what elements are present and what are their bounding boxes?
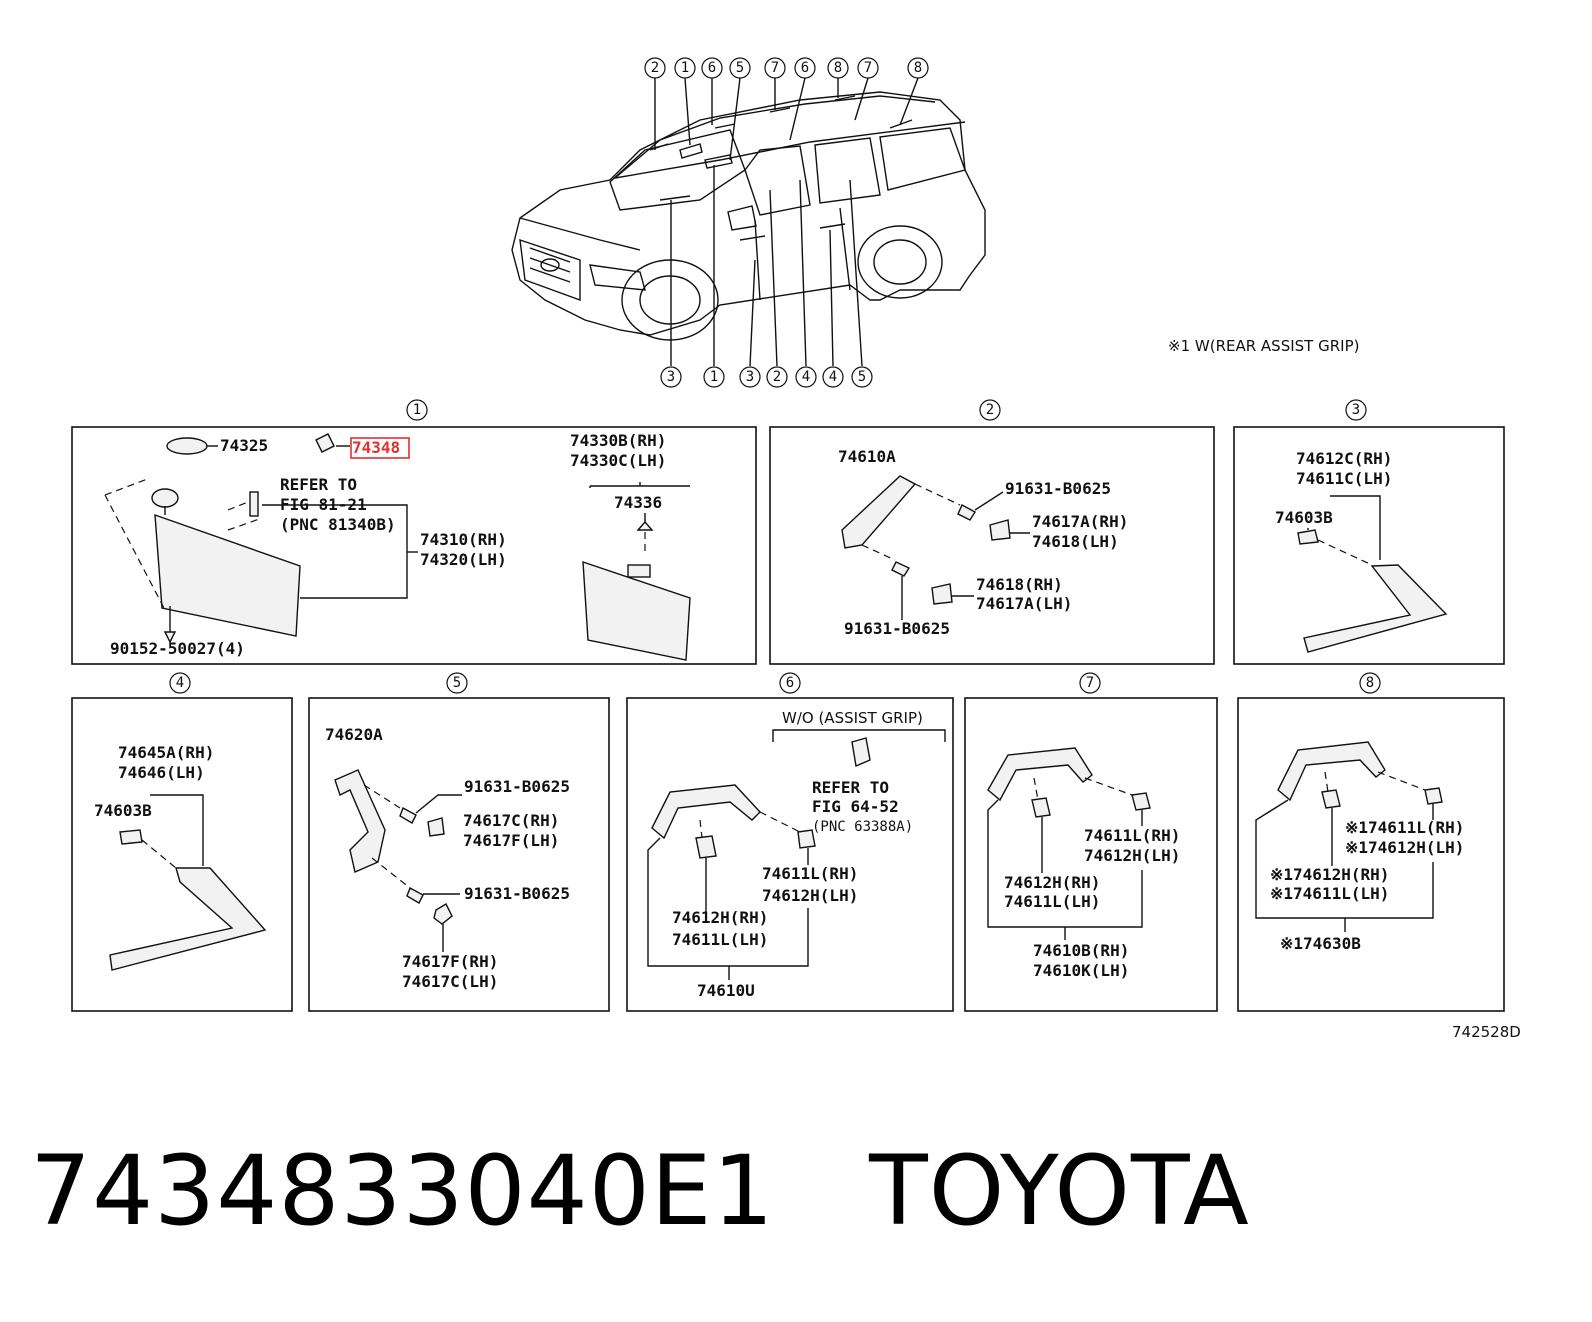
svg-text:4: 4 xyxy=(176,675,184,691)
svg-text:(PNC 63388A): (PNC 63388A) xyxy=(812,819,913,835)
svg-text:91631-B0625: 91631-B0625 xyxy=(1005,479,1111,498)
svg-text:7: 7 xyxy=(771,60,779,76)
svg-text:74617F(LH): 74617F(LH) xyxy=(463,831,559,850)
svg-text:※174611L(RH): ※174611L(RH) xyxy=(1345,818,1464,837)
svg-text:※174630B: ※174630B xyxy=(1280,934,1361,953)
svg-text:74603B: 74603B xyxy=(94,801,152,820)
svg-text:74610B(RH): 74610B(RH) xyxy=(1033,941,1129,960)
svg-text:74310(RH): 74310(RH) xyxy=(420,530,507,549)
svg-text:8: 8 xyxy=(1366,675,1374,691)
svg-text:W/O (ASSIST GRIP): W/O (ASSIST GRIP) xyxy=(782,709,923,727)
svg-text:(PNC 81340B): (PNC 81340B) xyxy=(280,515,396,534)
svg-text:5: 5 xyxy=(453,675,461,691)
panel-3-pillar-garnish: 3 74612C(RH) 74611C(LH) 74603B xyxy=(1233,399,1505,665)
svg-text:91631-B0625: 91631-B0625 xyxy=(464,884,570,903)
svg-text:74618(RH): 74618(RH) xyxy=(976,575,1063,594)
highlight-box xyxy=(350,437,410,459)
svg-text:74603B: 74603B xyxy=(1275,508,1333,527)
overview-bottom-callouts: 3 1 3 2 4 4 5 xyxy=(660,366,873,388)
overview-top-callouts: 2 1 6 5 7 6 8 7 8 xyxy=(644,57,929,79)
footer-title: 7434833040E1 TOYOTA xyxy=(30,1135,1250,1247)
svg-text:74611L(RH): 74611L(RH) xyxy=(1084,826,1180,845)
svg-text:74610U: 74610U xyxy=(697,981,755,1000)
svg-text:6: 6 xyxy=(801,60,809,76)
svg-text:1: 1 xyxy=(710,369,718,385)
svg-text:8: 8 xyxy=(914,60,922,76)
panel-2-assist-grip-bracket: 2 74610A 91631-B0625 74617A(RH) 74618(LH… xyxy=(769,399,1215,665)
svg-text:FIG 64-52: FIG 64-52 xyxy=(812,797,899,816)
svg-text:74611L(LH): 74611L(LH) xyxy=(1004,892,1100,911)
svg-text:74610K(LH): 74610K(LH) xyxy=(1033,961,1129,980)
svg-text:74612H(RH): 74612H(RH) xyxy=(1004,873,1100,892)
svg-text:74617F(RH): 74617F(RH) xyxy=(402,952,498,971)
rear-assist-grip-note: ※1 W(REAR ASSIST GRIP) xyxy=(1168,337,1359,355)
panel-1-sun-visor: 1 74325 74348 REFER TO FIG 81-21 (PNC 81… xyxy=(71,399,757,665)
svg-text:74617A(RH): 74617A(RH) xyxy=(1032,512,1128,531)
svg-text:8: 8 xyxy=(834,60,842,76)
svg-text:7: 7 xyxy=(1086,675,1094,691)
svg-text:74336: 74336 xyxy=(614,493,662,512)
svg-text:74612H(LH): 74612H(LH) xyxy=(1084,846,1180,865)
svg-text:4: 4 xyxy=(802,369,810,385)
svg-text:※174611L(LH): ※174611L(LH) xyxy=(1270,884,1389,903)
svg-text:74611L(RH): 74611L(RH) xyxy=(762,864,858,883)
svg-text:3: 3 xyxy=(1352,402,1360,418)
svg-text:5: 5 xyxy=(736,60,744,76)
svg-text:74330C(LH): 74330C(LH) xyxy=(570,451,666,470)
svg-text:74611C(LH): 74611C(LH) xyxy=(1296,469,1392,488)
svg-text:※174612H(LH): ※174612H(LH) xyxy=(1345,838,1464,857)
svg-text:3: 3 xyxy=(746,369,754,385)
svg-text:2: 2 xyxy=(773,369,781,385)
svg-text:74320(LH): 74320(LH) xyxy=(420,550,507,569)
svg-text:1: 1 xyxy=(413,402,421,418)
vehicle-overview: 2 1 6 5 7 6 8 7 8 3 1 3 2 4 4 5 ※1 W(REA… xyxy=(511,57,1359,388)
svg-text:74618(LH): 74618(LH) xyxy=(1032,532,1119,551)
highlighted-part-number: 74348 xyxy=(352,438,400,457)
svg-text:74330B(RH): 74330B(RH) xyxy=(570,431,666,450)
svg-text:74610A: 74610A xyxy=(838,447,896,466)
figure-code: 742528D xyxy=(1452,1023,1521,1041)
svg-text:2: 2 xyxy=(986,402,994,418)
svg-text:6: 6 xyxy=(786,675,794,691)
svg-text:74612H(RH): 74612H(RH) xyxy=(672,908,768,927)
svg-text:74612H(LH): 74612H(LH) xyxy=(762,886,858,905)
svg-text:4: 4 xyxy=(829,369,837,385)
svg-text:※174612H(RH): ※174612H(RH) xyxy=(1270,865,1389,884)
svg-text:74612C(RH): 74612C(RH) xyxy=(1296,449,1392,468)
svg-text:5: 5 xyxy=(858,369,866,385)
svg-text:91631-B0625: 91631-B0625 xyxy=(844,619,950,638)
svg-text:2: 2 xyxy=(651,60,659,76)
svg-text:74646(LH): 74646(LH) xyxy=(118,763,205,782)
panel-4-pillar-garnish: 4 74645A(RH) 74646(LH) 74603B xyxy=(71,672,293,1012)
panel-8-rear-assist-grip: 8 ※174611L(RH) ※174612H(LH) ※174612H(RH)… xyxy=(1237,672,1505,1012)
panel-7-assist-grip: 7 74611L(RH) 74612H(LH) 74612H(RH) 74611… xyxy=(964,672,1218,1012)
svg-text:REFER TO: REFER TO xyxy=(812,778,889,797)
brand-name: TOYOTA xyxy=(869,1135,1250,1247)
svg-text:74645A(RH): 74645A(RH) xyxy=(118,743,214,762)
svg-text:74617C(LH): 74617C(LH) xyxy=(402,972,498,991)
svg-text:6: 6 xyxy=(708,60,716,76)
panel-6-assist-grip: 6 W/O (ASSIST GRIP) REFER TO FIG 64-52 (… xyxy=(626,672,954,1012)
svg-text:1: 1 xyxy=(681,60,689,76)
svg-text:74617A(LH): 74617A(LH) xyxy=(976,594,1072,613)
svg-text:REFER TO: REFER TO xyxy=(280,475,357,494)
svg-text:74611L(LH): 74611L(LH) xyxy=(672,930,768,949)
svg-text:74325: 74325 xyxy=(220,436,268,455)
part-number: 7434833040E1 xyxy=(30,1135,775,1247)
svg-text:7: 7 xyxy=(864,60,872,76)
svg-text:3: 3 xyxy=(667,369,675,385)
svg-text:90152-50027(4): 90152-50027(4) xyxy=(110,639,245,658)
svg-text:74617C(RH): 74617C(RH) xyxy=(463,811,559,830)
svg-text:91631-B0625: 91631-B0625 xyxy=(464,777,570,796)
panel-5-grip-bracket: 5 74620A 91631-B0625 74617C(RH) 74617F(L… xyxy=(308,672,610,1012)
svg-text:74620A: 74620A xyxy=(325,725,383,744)
